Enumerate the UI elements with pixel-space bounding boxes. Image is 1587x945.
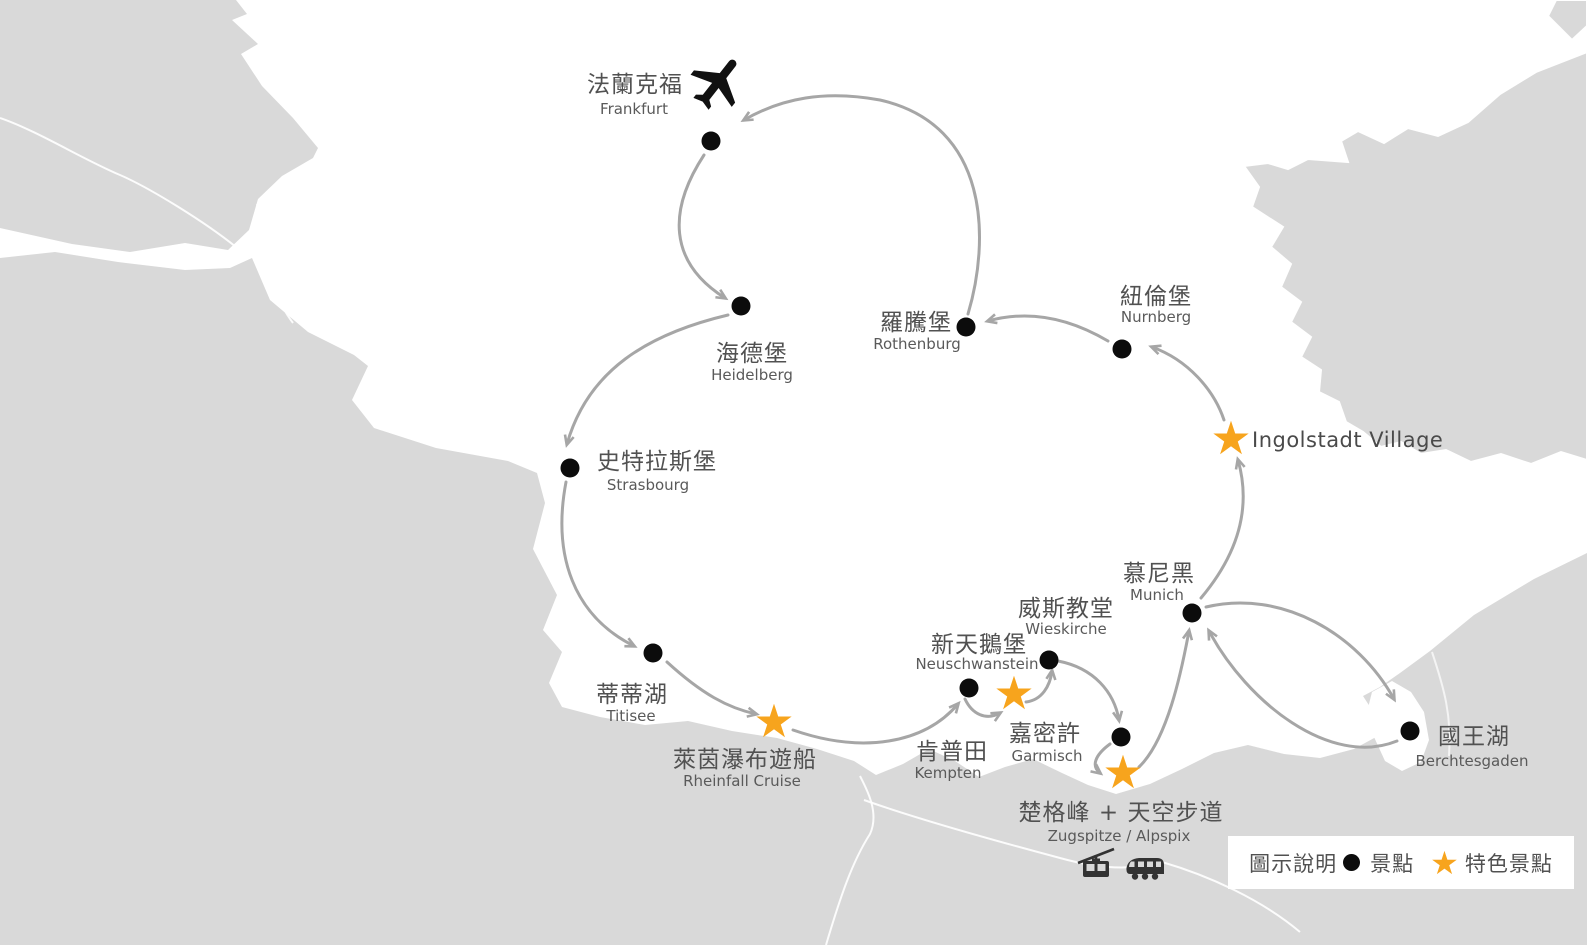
route-berchtesgaden-munich	[1207, 627, 1399, 749]
label-zh-strasbourg: 史特拉斯堡	[597, 449, 717, 475]
label-zh-rothenburg: 羅騰堡	[880, 310, 952, 336]
label-en-rothenburg: Rothenburg	[873, 335, 961, 353]
featured-star-icon: ★	[1430, 843, 1459, 882]
featured-star-zugspitze: ★	[1102, 745, 1144, 800]
label-zh-munich: 慕尼黑	[1123, 561, 1195, 587]
poi-dot-heidelberg	[731, 296, 751, 316]
land-czech	[1242, 50, 1587, 466]
border-line-austria-east	[1431, 651, 1451, 757]
berchtesgaden-valley	[1367, 681, 1429, 771]
route-munich-ingolstadt	[1199, 456, 1246, 600]
label-zh-nurnberg: 紐倫堡	[1120, 284, 1192, 310]
label-zh-kempten: 肯普田	[916, 739, 988, 765]
label-en-munich: Munich	[1130, 586, 1184, 604]
poi-dot-berchtesgaden	[1400, 721, 1420, 741]
route-nurnberg-rothenburg	[984, 313, 1110, 343]
label-en-ingolstadt: Ingolstadt Village	[1252, 428, 1444, 452]
route-heidelberg-strasbourg	[563, 313, 730, 448]
train-icon	[1126, 858, 1164, 880]
border-line-luxembourg	[256, 203, 294, 324]
route-garmisch-zugspitze	[1090, 742, 1112, 776]
label-en-garmisch: Garmisch	[1011, 747, 1083, 765]
poi-dot-strasbourg	[560, 458, 580, 478]
route-rothenburg-frankfurt	[740, 94, 981, 316]
route-titisee-rheinfall	[665, 660, 760, 718]
land-france-alps	[0, 252, 1587, 945]
label-en-rheinfall: Rheinfall Cruise	[683, 772, 801, 790]
poi-dot-frankfurt	[701, 131, 721, 151]
featured-star-ingolstadt: ★	[1210, 411, 1252, 466]
route-rheinfall-neuschwanstein	[791, 700, 961, 745]
route-munich-berchtesgaden	[1204, 601, 1396, 703]
poi-dot-titisee	[643, 643, 663, 663]
legend-star-label: 特色景點	[1464, 851, 1553, 876]
poi-dot-neuschwanstein	[959, 678, 979, 698]
route-frankfurt-heidelberg	[677, 153, 729, 301]
border-line-swiss-austria	[825, 775, 875, 945]
poi-dot-icon	[1343, 854, 1361, 871]
border-line-nw	[0, 117, 237, 248]
label-en-strasbourg: Strasbourg	[606, 476, 690, 494]
label-en-neuschwanstein: Neuschwanstein	[915, 655, 1039, 673]
land-benelux	[0, 0, 318, 252]
legend-dot-label: 景點	[1370, 851, 1415, 876]
label-en-kempten: Kempten	[914, 764, 982, 782]
land-corner-ne	[1546, 0, 1587, 42]
poi-dot-munich	[1182, 603, 1202, 623]
border-line-alps	[863, 799, 1301, 933]
featured-star-neuschwanstein-star: ★	[993, 666, 1035, 721]
label-en-berchtesgaden: Berchtesgaden	[1415, 752, 1529, 770]
legend: 圖示說明 景點 ★ 特色景點	[1228, 836, 1574, 889]
poi-dot-garmisch	[1111, 727, 1131, 747]
poi-dot-nurnberg	[1112, 339, 1132, 359]
route-strasbourg-titisee	[560, 480, 638, 648]
label-zh-titisee: 蒂蒂湖	[596, 682, 668, 708]
featured-star-rheinfall: ★	[753, 694, 795, 749]
label-zh-heidelberg: 海德堡	[716, 341, 788, 367]
poi-dot-rothenburg	[956, 317, 976, 337]
airplane-icon	[673, 37, 766, 130]
label-zh-frankfurt: 法蘭克福	[587, 72, 683, 98]
label-en-wieskirche: Wieskirche	[1025, 620, 1107, 638]
route-star-wieskirche	[1024, 666, 1057, 704]
route-neuschwanstein-star	[963, 697, 1004, 722]
label-zh-rheinfall: 萊茵瀑布遊船	[673, 747, 817, 773]
label-en-titisee: Titisee	[606, 707, 656, 725]
label-en-nurnberg: Nurnberg	[1120, 308, 1192, 326]
label-zh-wieskirche: 威斯教堂	[1018, 596, 1114, 622]
route-zugspitze-munich	[1137, 627, 1194, 769]
label-zh-berchtesgaden: 國王湖	[1438, 724, 1510, 750]
legend-title: 圖示說明	[1249, 851, 1338, 876]
label-zh-zugspitze: 楚格峰 + 天空步道	[1018, 800, 1224, 826]
cable-car-icon	[1077, 847, 1115, 877]
route-layer	[560, 94, 1399, 776]
label-en-heidelberg: Heidelberg	[711, 366, 793, 384]
label-zh-neuschwanstein: 新天鵝堡	[931, 632, 1027, 658]
poi-dot-wieskirche	[1039, 650, 1059, 670]
route-wieskirche-garmisch	[1056, 659, 1124, 724]
label-en-zugspitze: Zugspitze / Alpspix	[1047, 827, 1191, 845]
label-zh-garmisch: 嘉密許	[1009, 721, 1081, 747]
label-en-frankfurt: Frankfurt	[600, 100, 668, 118]
route-ingolstadt-nurnberg	[1148, 344, 1226, 422]
